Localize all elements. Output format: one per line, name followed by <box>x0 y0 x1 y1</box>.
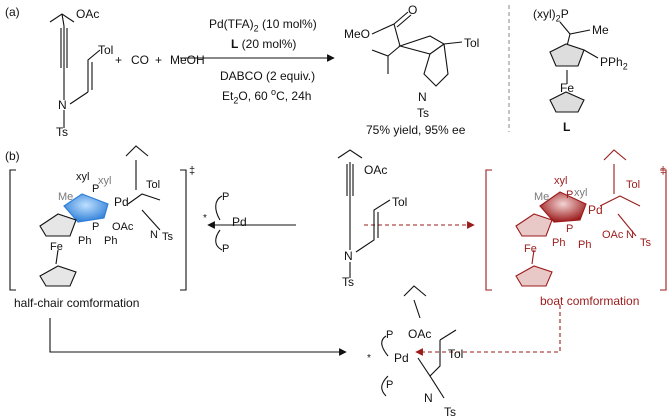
red-dashed-arrows <box>364 221 561 356</box>
right-ts-pd: Pd <box>588 203 603 217</box>
left-ts-me-label: Me <box>58 191 74 203</box>
left-ts-ph1: Ph <box>78 235 92 247</box>
center-star: * <box>203 213 207 224</box>
bottom-p-top: P <box>386 329 394 341</box>
solvent-name: Et <box>222 89 234 103</box>
catalyst-subscript: 2 <box>253 23 259 34</box>
product-ts-label: Ts <box>417 106 429 120</box>
left-ts-fe: Fe <box>50 241 63 253</box>
degree-symbol: o <box>271 87 277 97</box>
center-oac: OAc <box>364 163 388 177</box>
left-ts-bonds <box>9 145 187 291</box>
half-chair-caption: half-chair comformation <box>14 296 140 310</box>
ligand-loading: (20 mol%) <box>238 37 297 51</box>
left-ts-xyl2-label: xyl <box>98 175 112 187</box>
plus-sign-1: + <box>115 53 123 67</box>
left-ts-p-top: P <box>92 183 100 195</box>
catalyst-condition: Pd(TFA)2 (10 mol%) <box>209 18 317 33</box>
ligand-name-bold: L <box>231 37 239 51</box>
center-substrate-bonds <box>215 149 391 278</box>
ligand-pph-text: PPh <box>600 55 623 69</box>
substrate-a-bonds <box>49 13 101 128</box>
product-n-label: N <box>418 90 427 104</box>
ligand-pph2-label: PPh2 <box>600 56 628 71</box>
ligand-condition: L (20 mol%) <box>231 38 296 50</box>
right-ts-ph2: Ph <box>578 239 592 251</box>
left-ts-xyl1-label: xyl <box>76 171 90 183</box>
solvent-condition: Et2O, 60 oC, 24h <box>222 88 311 105</box>
right-ts-xyl2-label: xyl <box>574 187 588 199</box>
solvent-temp: O, 60 <box>238 89 272 103</box>
center-pd: Pd <box>232 215 247 229</box>
left-ts-ts: Ts <box>162 231 173 243</box>
right-ts-xyl1-label: xyl <box>554 175 568 187</box>
right-ts-fe: Fe <box>524 243 537 255</box>
ligand-xyl2p-label: (xyl)2P <box>533 8 569 23</box>
product-meo-label: MeO <box>344 27 371 41</box>
bottom-pd: Pd <box>394 351 409 365</box>
bottom-p-bottom: P <box>386 379 394 391</box>
right-ts-me-label: Me <box>534 191 550 203</box>
center-tol: Tol <box>392 195 408 209</box>
boat-caption: boat comformation <box>540 294 640 308</box>
co-label: CO <box>131 53 149 67</box>
substrate-oac-label: OAc <box>76 7 100 21</box>
center-p-bottom: P <box>222 243 230 255</box>
part-a-label: (a) <box>5 5 20 19</box>
bottom-intermediate-bonds <box>381 285 457 399</box>
right-ts-ph1: Ph <box>552 237 566 249</box>
ligand-fe-label: Fe <box>560 81 575 95</box>
ligand-pph-subscript: 2 <box>622 61 628 72</box>
right-ts-tol: Tol <box>626 179 641 191</box>
product-bonds <box>371 11 463 87</box>
left-ts-pd: Pd <box>114 195 129 209</box>
left-ts-tol: Tol <box>146 179 161 191</box>
center-n: N <box>344 249 353 263</box>
center-p-top: P <box>222 191 230 203</box>
product-tol-label: Tol <box>464 36 480 50</box>
right-ts-bonds <box>485 149 667 291</box>
catalyst-name: Pd(TFA) <box>209 17 254 31</box>
right-ts-ts: Ts <box>640 237 651 249</box>
left-ts-ph2: Ph <box>104 235 118 247</box>
right-ts-p-top: P <box>566 189 574 201</box>
temp-unit-time: C, 24h <box>276 89 312 103</box>
meoh-label: MeOH <box>170 53 205 67</box>
bottom-ts: Ts <box>444 405 456 419</box>
yield-ee-result: 75% yield, 95% ee <box>366 123 466 137</box>
product-o-label: O <box>408 3 418 17</box>
ligand-name-L: L <box>563 120 571 134</box>
right-ts-p-bottom: P <box>566 223 574 235</box>
substrate-tol-label: Tol <box>98 43 114 57</box>
bottom-oac: OAc <box>408 327 432 341</box>
reaction-arrows <box>49 221 347 356</box>
bottom-tol: Tol <box>448 347 464 361</box>
solvent-subscript: 2 <box>233 95 239 106</box>
part-b-label: (b) <box>5 149 20 163</box>
ligand-xyl-subscript: 2 <box>555 13 561 24</box>
center-ts: Ts <box>342 275 354 289</box>
bottom-star: * <box>367 353 371 364</box>
right-ts-n: N <box>626 229 634 241</box>
ligand-xyl-text: (xyl) <box>533 7 556 21</box>
left-ts-oac: OAc <box>112 221 134 233</box>
left-ts-p-bottom: P <box>92 221 100 233</box>
left-ts-dagger: ‡ <box>189 165 196 177</box>
substrate-n-label: N <box>58 98 67 112</box>
right-ts-dagger: ‡ <box>660 165 667 177</box>
bottom-n: N <box>424 391 433 405</box>
substrate-ts-label: Ts <box>56 125 68 139</box>
ligand-L-bonds <box>549 21 599 113</box>
ligand-p-text: P <box>560 7 569 21</box>
right-ts-oac: OAc <box>602 229 624 241</box>
base-condition: DABCO (2 equiv.) <box>220 69 316 83</box>
catalyst-loading: (10 mol%) <box>258 17 317 31</box>
left-ts-n: N <box>150 229 158 241</box>
ligand-me-label: Me <box>592 23 609 37</box>
plus-sign-2: + <box>155 53 163 67</box>
